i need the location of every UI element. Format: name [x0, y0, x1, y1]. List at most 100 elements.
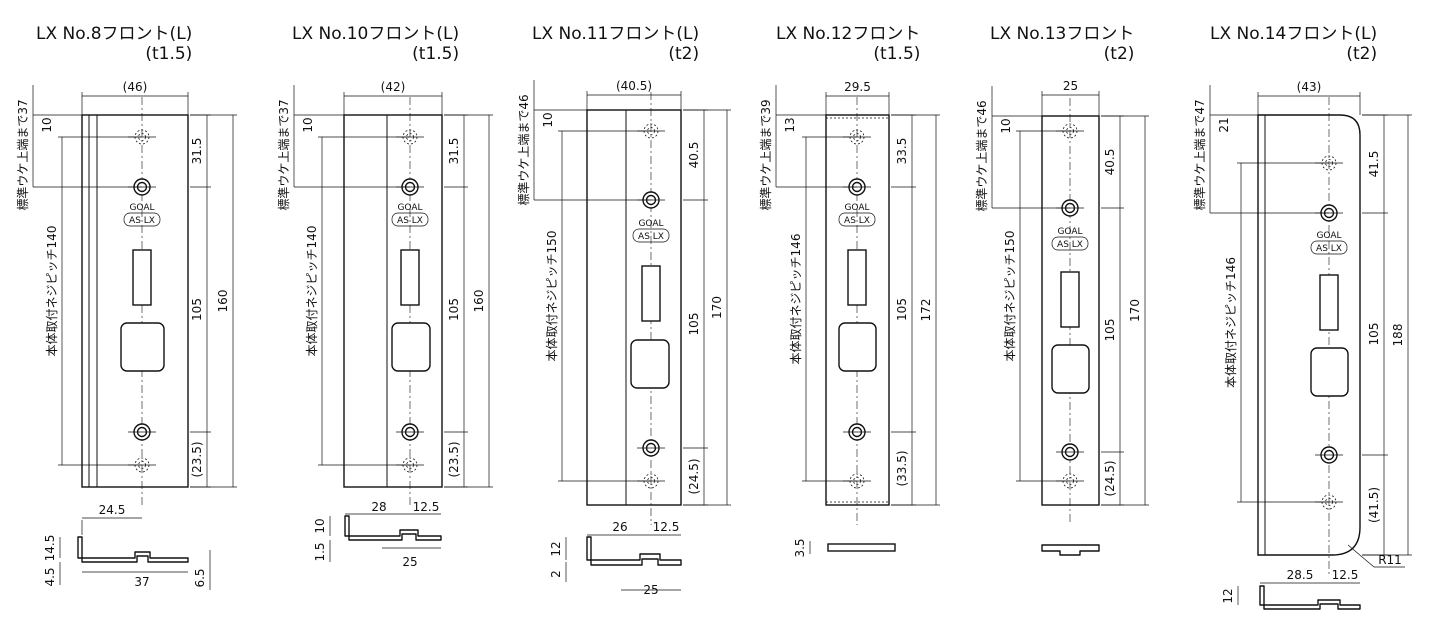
section-dim: 3.5 — [793, 538, 807, 557]
top-offset-dimension: 10 — [301, 117, 315, 132]
standard-strike-label: 標準ウケ上端まで37 — [276, 99, 291, 210]
standard-strike-label: 標準ウケ上端まで47 — [1192, 99, 1207, 210]
screw-pitch-label: 本体取付ネジピッチ146 — [789, 234, 803, 365]
screw-pitch-label: 本体取付ネジピッチ146 — [1224, 257, 1238, 388]
middle-dimension: 105 — [1367, 323, 1381, 346]
logo-models: AS LX — [844, 216, 870, 226]
width-dimension: (43) — [1297, 80, 1322, 94]
section-dim: 28 — [371, 500, 386, 514]
total-dimension: 170 — [1128, 299, 1142, 322]
lower-dimension: (33.5) — [895, 450, 909, 486]
top-offset-dimension: 10 — [541, 112, 555, 127]
title-text: LX No.8フロント(L) — [36, 24, 193, 44]
top-offset-dimension: 13 — [783, 117, 797, 132]
title-text: LX No.14フロント(L) — [1210, 24, 1378, 44]
section-dim: 25 — [402, 555, 417, 569]
logo-brand: GOAL — [638, 219, 663, 229]
logo-brand: GOAL — [1316, 231, 1341, 241]
logo-frame — [838, 212, 876, 227]
deadbolt-opening — [391, 322, 431, 372]
screw-pitch-label: 本体取付ネジピッチ150 — [1003, 231, 1017, 362]
middle-dimension: 105 — [895, 298, 909, 321]
standard-strike-label: 標準ウケ上端まで46 — [974, 100, 989, 211]
total-dimension: 170 — [710, 296, 724, 319]
total-dimension: 172 — [919, 299, 933, 322]
front-plate-no12: GOAL AS LX 29.5 33.5 105 (33.5) 172 本体取付ネジピッチ14… — [758, 80, 940, 525]
radius-label: R11 — [1378, 553, 1402, 567]
upper-dimension: 40.5 — [687, 142, 701, 169]
title-no12: LX No.12フロント (t1.5) — [776, 24, 920, 64]
profile-no12 — [827, 543, 896, 552]
middle-dimension: 105 — [447, 298, 461, 321]
screw-pitch-label: 本体取付ネジピッチ150 — [545, 231, 559, 362]
section-dim: 14.5 — [43, 535, 57, 562]
deadbolt-opening — [838, 322, 877, 372]
logo-brand: GOAL — [1057, 227, 1082, 237]
width-dimension: (42) — [381, 80, 406, 94]
thickness-text: (t2) — [1346, 44, 1378, 64]
middle-dimension: 105 — [190, 298, 204, 321]
lower-dimension: (23.5) — [447, 441, 461, 477]
top-offset-dimension: 10 — [40, 117, 54, 132]
plate-outline — [1257, 114, 1361, 556]
section-dim: 12.5 — [413, 500, 440, 514]
width-dimension: 29.5 — [844, 80, 871, 94]
thickness-text: (t1.5) — [145, 44, 193, 64]
logo-brand: GOAL — [844, 203, 869, 213]
profile-no10 — [344, 515, 442, 541]
latch-slot — [1319, 274, 1339, 331]
deadbolt-opening — [120, 322, 165, 372]
latch-slot — [400, 249, 420, 306]
latch-slot — [132, 249, 152, 306]
title-text: LX No.10フロント(L) — [292, 24, 460, 44]
profile-no11 — [586, 536, 682, 566]
lower-dimension: (23.5) — [190, 441, 204, 477]
title-text: LX No.13フロント — [990, 24, 1135, 44]
thickness-text: (t2) — [1103, 44, 1135, 64]
profile-no8 — [77, 536, 189, 563]
total-dimension: 160 — [472, 290, 486, 313]
profile-no14 — [1259, 585, 1361, 610]
upper-dimension: 40.5 — [1103, 149, 1117, 176]
latch-slot — [847, 249, 867, 306]
plate-outline — [825, 114, 890, 506]
section-dim: 24.5 — [99, 503, 126, 517]
lower-dimension: (41.5) — [1367, 487, 1381, 523]
width-dimension: 25 — [1063, 79, 1078, 93]
section-dim: 12.5 — [1332, 568, 1359, 582]
top-offset-dimension: 10 — [999, 118, 1013, 133]
lower-dimension: (24.5) — [1103, 460, 1117, 496]
radius-leader — [1347, 544, 1375, 568]
screw-pitch-label: 本体取付ネジピッチ140 — [305, 226, 319, 357]
middle-dimension: 105 — [1103, 319, 1117, 342]
upper-dimension: 41.5 — [1367, 151, 1381, 178]
title-no14: LX No.14フロント(L) (t2) — [1210, 24, 1377, 64]
top-offset-dimension: 21 — [1217, 117, 1231, 132]
deadbolt-opening — [630, 339, 670, 389]
logo-frame — [632, 228, 670, 243]
logo-frame — [1310, 240, 1348, 255]
thickness-text: (t1.5) — [873, 44, 921, 64]
logo-models: AS LX — [1316, 244, 1342, 254]
thickness-text: (t2) — [668, 44, 700, 64]
title-text: LX No.11フロント(L) — [532, 24, 700, 44]
width-dimension: (40.5) — [616, 79, 652, 93]
title-no11: LX No.11フロント(L) (t2) — [532, 24, 699, 64]
width-dimension: (46) — [123, 80, 148, 94]
logo-brand: GOAL — [397, 203, 422, 213]
section-dim: 12 — [549, 541, 563, 556]
middle-dimension: 105 — [687, 313, 701, 336]
upper-dimension: 33.5 — [895, 138, 909, 165]
profile-no13 — [1041, 544, 1100, 556]
lower-dimension: (24.5) — [687, 458, 701, 494]
plate-outline — [586, 109, 682, 506]
section-dim: 2 — [549, 570, 563, 578]
logo-brand: GOAL — [129, 203, 154, 213]
standard-strike-label: 標準ウケ上端まで46 — [516, 94, 531, 205]
logo-models: AS LX — [129, 216, 155, 226]
